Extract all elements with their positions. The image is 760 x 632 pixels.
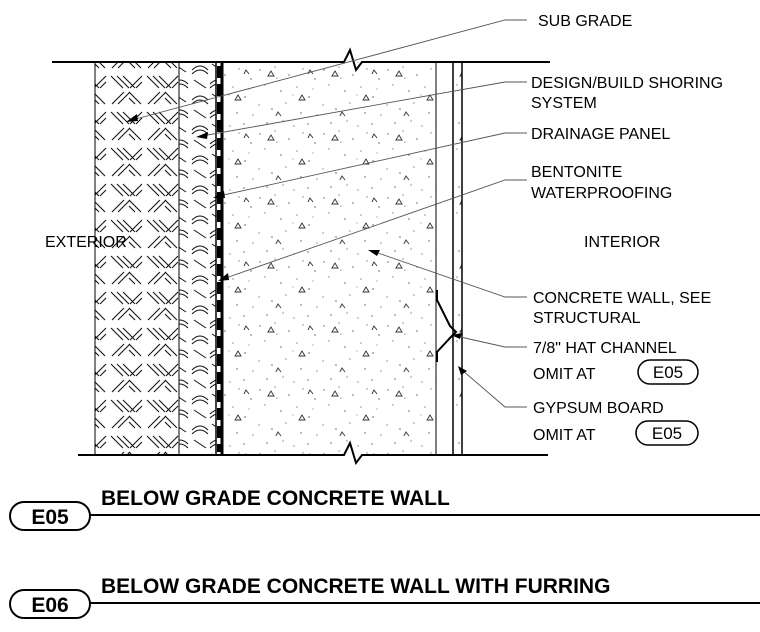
hat-omit-tag-pill[interactable] (637, 359, 699, 385)
interior-label: INTERIOR (584, 234, 660, 251)
detail-tag-e05: E05 (31, 506, 69, 529)
concrete-wall-fill (224, 62, 436, 455)
gypsum-omit-tag: E05 (652, 424, 682, 443)
top-break-line (52, 47, 550, 73)
callout-gypsum-omit-at: OMIT AT (533, 427, 596, 444)
callout-gypsum-board: GYPSUM BOARD (533, 400, 664, 417)
detail-title-e05: BELOW GRADE CONCRETE WALL (101, 487, 450, 510)
callout-hat-channel: 7/8" HAT CHANNEL (533, 340, 677, 357)
gypsum-board-fill (455, 62, 462, 455)
callout-bentonite-line2: WATERPROOFING (531, 185, 672, 202)
hat-channel-profile (436, 290, 458, 362)
callout-concrete-line2: STRUCTURAL (533, 310, 641, 327)
callout-bentonite-line1: BENTONITE (531, 164, 622, 181)
detail-title-e06: BELOW GRADE CONCRETE WALL WITH FURRING (101, 575, 610, 598)
hat-omit-tag: E05 (653, 363, 683, 382)
sub-grade-hatch (94, 61, 180, 456)
detail-tag-e06: E06 (31, 594, 68, 617)
callout-drainage-panel: DRAINAGE PANEL (531, 126, 670, 143)
callout-concrete-line1: CONCRETE WALL, SEE (533, 290, 711, 307)
callout-sub-grade: SUB GRADE (538, 13, 632, 30)
callout-hat-omit-at: OMIT AT (533, 366, 596, 383)
leader-arrowheads (126, 114, 467, 375)
callout-shoring-line2: SYSTEM (531, 95, 597, 112)
leader-lines (131, 19, 527, 408)
callout-shoring-line1: DESIGN/BUILD SHORING (531, 75, 723, 92)
bottom-break-line (78, 440, 548, 466)
exterior-label: EXTERIOR (45, 234, 127, 251)
gypsum-omit-tag-pill[interactable] (635, 420, 699, 446)
shoring-system-hatch (179, 62, 216, 455)
